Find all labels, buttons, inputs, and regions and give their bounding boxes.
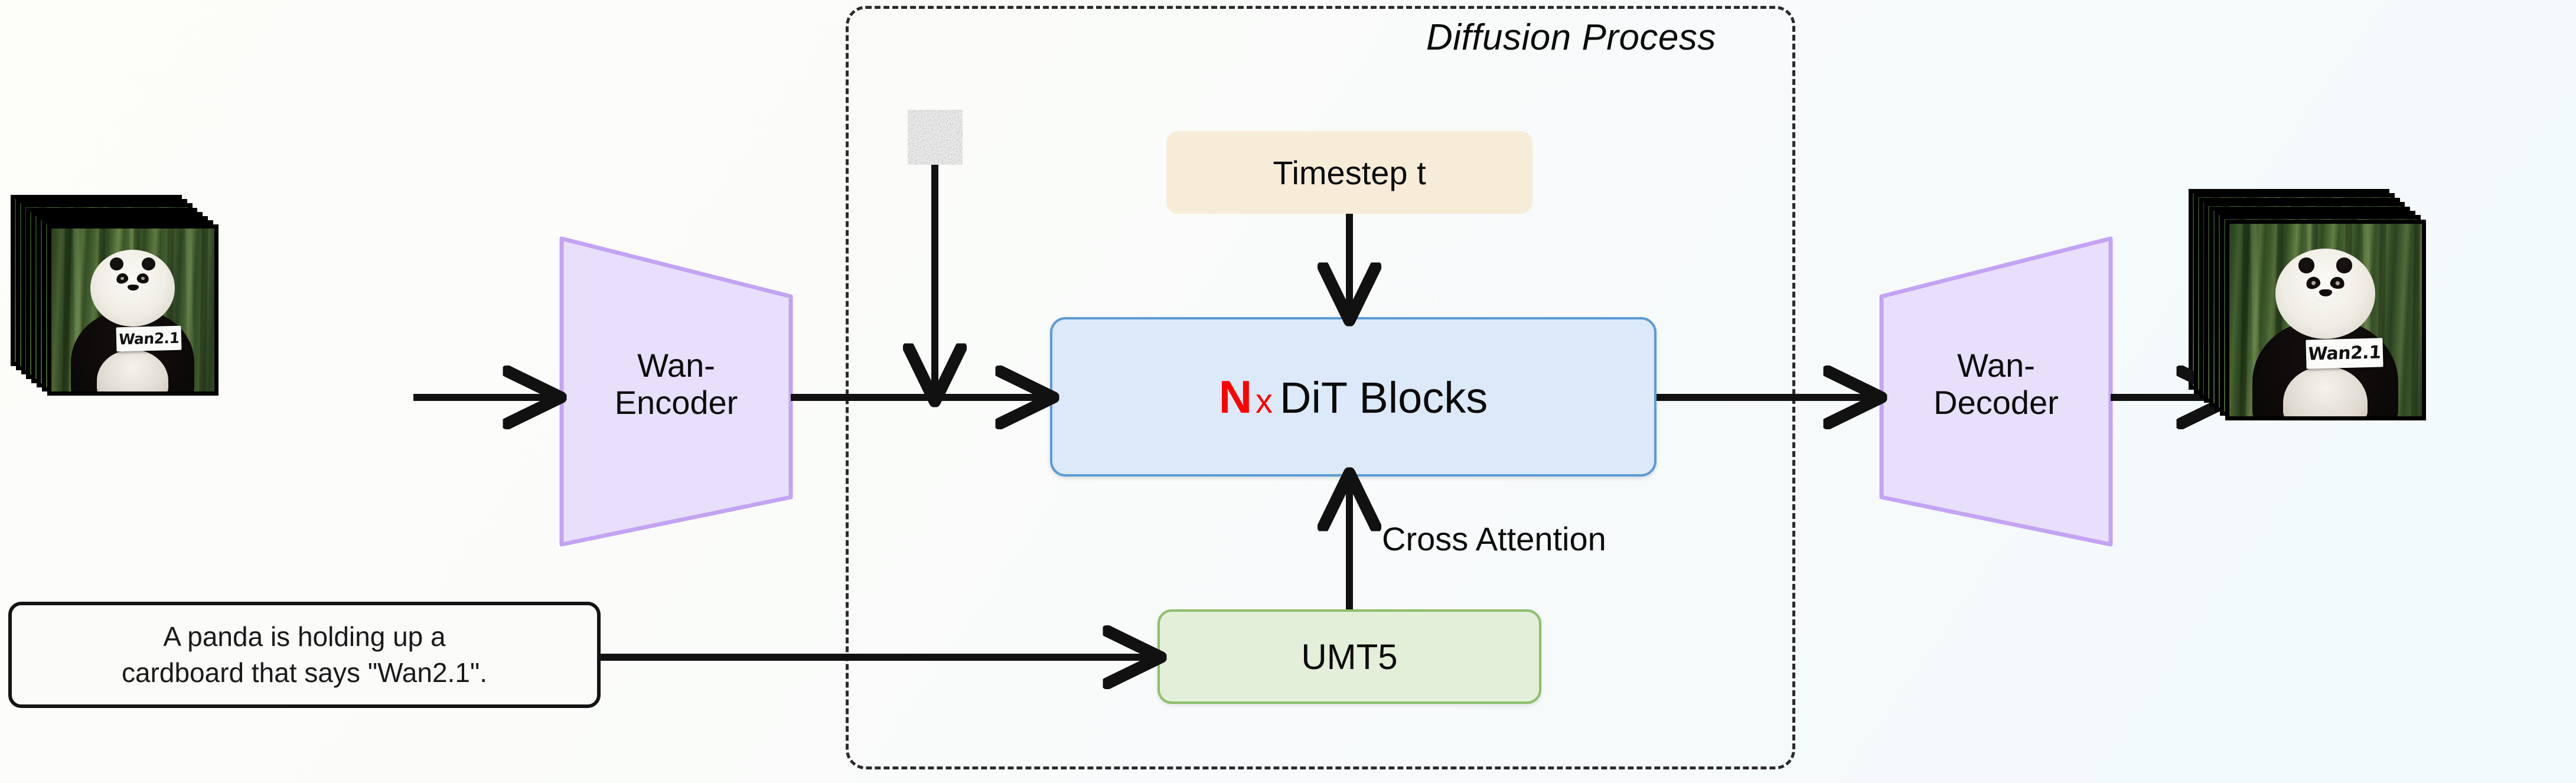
panda-nose [127,284,139,291]
noise-texture-icon [908,110,963,165]
timestep-node: Timestep t [1166,131,1532,214]
panda-ear-right [142,257,156,271]
wan-decoder-node: Wan- Decoder [1878,235,2114,548]
cross-attention-label: Cross Attention [1382,520,1606,557]
panda-eye-right [136,272,150,285]
panda-photo [2229,223,2422,416]
panda-eye-right [2329,275,2346,290]
panda-nose [2319,289,2333,297]
diffusion-process-container [846,6,1795,769]
prompt-textbox: A panda is holding up a cardboard that s… [8,602,601,708]
umt5-node: UMT5 [1157,609,1541,704]
prompt-line-1: A panda is holding up a [163,621,446,652]
dit-n-symbol: N [1218,370,1253,423]
gaussian-noise-patch [908,110,963,165]
panda-head [2275,249,2376,340]
output-video-frames: Wan2.1 [2189,189,2426,420]
panda-eye-left [2305,275,2322,290]
panda-head [90,250,175,327]
wan-decoder-shape [1879,236,2113,547]
dit-x-symbol: x [1256,381,1273,420]
cardboard-sign-text: Wan2.1 [2307,342,2382,365]
panda-ear-left [109,257,123,271]
cardboard-sign-text: Wan2.1 [118,329,180,348]
wan-encoder-node: Wan- Encoder [558,235,794,548]
input-video-frames: Wan2.1 [11,195,219,396]
diffusion-process-title: Diffusion Process [1426,17,1716,58]
prompt-line-2: cardboard that says "Wan2.1". [121,657,488,688]
panda-ear-left [2298,257,2314,273]
cardboard-sign: Wan2.1 [2306,338,2383,369]
cardboard-sign: Wan2.1 [116,325,182,352]
video-frame-front: Wan2.1 [2225,219,2426,420]
dit-blocks-label: DiT Blocks [1280,373,1488,422]
video-frame-front: Wan2.1 [47,224,219,396]
panda-ear-right [2336,257,2353,273]
panda-eye-left [115,272,130,285]
panda-photo [51,229,214,392]
wan-encoder-shape [559,236,793,547]
